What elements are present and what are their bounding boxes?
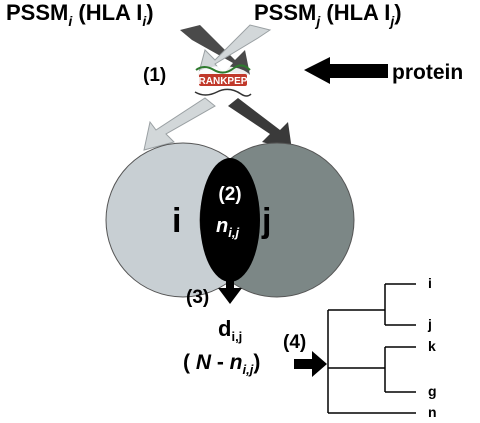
protein-arrow (304, 57, 388, 84)
step-3-arrow-shaft (226, 275, 234, 289)
rankpep-text: RANKPEP (199, 76, 248, 87)
step-3-label: (3) (186, 287, 209, 308)
step-2-label: (2) (218, 184, 241, 205)
venn-label-j: j (261, 202, 271, 240)
step-3-arrow-head (218, 288, 242, 304)
leaf-i: i (428, 275, 432, 291)
step-4-label: (4) (283, 332, 306, 353)
protein-label: protein (392, 61, 463, 84)
pssm-i-title: PSSMi (HLA Ii) (6, 0, 154, 29)
leaf-j: j (427, 316, 432, 332)
dark-arrow-down (228, 98, 292, 150)
leaf-g: g (428, 383, 437, 399)
light-arrow-down (143, 97, 216, 151)
leaf-n: n (428, 404, 437, 420)
pssm-j-title: PSSMj (HLA Ij) (254, 0, 402, 29)
dendrogram (327, 283, 416, 414)
venn-intersection (200, 158, 260, 282)
n-ij-label: ni,j (216, 215, 239, 240)
rankpep-logo: RANKPEP (192, 64, 252, 97)
step-1-label: (1) (143, 65, 166, 86)
dark-arrow-top (180, 25, 250, 75)
distance-formula: ( N - ni,j) (183, 351, 260, 377)
distance-d: di,j (218, 316, 242, 344)
leaf-k: k (428, 338, 436, 354)
step-4-arrow (294, 351, 327, 377)
venn-label-i: i (172, 202, 181, 240)
